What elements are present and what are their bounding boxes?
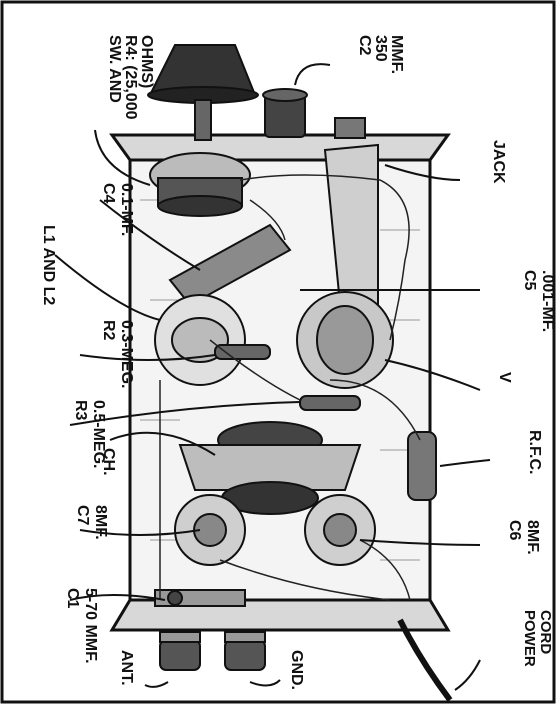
leader-r2 bbox=[79, 354, 216, 361]
label-c1-line1: C1 bbox=[64, 588, 81, 609]
coil-l1-l2 bbox=[154, 294, 246, 386]
svg-text:CH.: CH. bbox=[100, 448, 117, 476]
leader-jack bbox=[384, 164, 461, 181]
label-r3: R3 0.5-MEG. bbox=[72, 400, 107, 468]
leader-rfc bbox=[439, 459, 491, 467]
leader-c7 bbox=[79, 529, 201, 536]
svg-text:R.F.C.: R.F.C. bbox=[526, 430, 543, 474]
label-jack: JACK bbox=[490, 140, 507, 184]
label-ant: ANT. bbox=[118, 650, 135, 686]
resistor-r3 bbox=[299, 395, 361, 411]
label-sw-r4-line2: R4: (25,000 bbox=[122, 35, 139, 120]
c2-capacitor bbox=[262, 88, 366, 139]
leader-gnd bbox=[249, 679, 281, 687]
label-c6: C6 8MF. bbox=[506, 520, 541, 555]
label-c5: C5 .001-MF. bbox=[521, 270, 556, 332]
ant-terminal bbox=[159, 631, 201, 671]
leader-ch bbox=[109, 431, 216, 456]
power-cord bbox=[397, 618, 453, 702]
label-c7-line1: C7 bbox=[74, 505, 91, 526]
label-power-line1: POWER bbox=[521, 610, 538, 667]
leader-sw-r4 bbox=[94, 129, 151, 186]
switch-pot bbox=[149, 152, 251, 217]
label-l1-l2: L1 AND L2 bbox=[40, 225, 57, 305]
label-sw-r4: SW. AND R4: (25,000 OHMS) bbox=[106, 35, 155, 120]
choke-ch bbox=[178, 421, 362, 515]
label-c2-line2: 350 bbox=[372, 35, 389, 62]
c4-capacitor bbox=[168, 223, 292, 307]
tube-v bbox=[296, 291, 394, 389]
c6-capacitor bbox=[304, 494, 376, 566]
resistor-r2 bbox=[214, 344, 271, 360]
label-c5-line2: .001-MF. bbox=[539, 270, 556, 332]
leader-l1-l2 bbox=[54, 254, 161, 321]
gnd-terminal bbox=[224, 631, 266, 671]
chassis-top-flange bbox=[109, 133, 451, 162]
label-c6-line2: 8MF. bbox=[524, 520, 541, 555]
label-r2-line1: R2 bbox=[100, 320, 117, 341]
label-r3-line2: 0.5-MEG. bbox=[90, 400, 107, 468]
leader-power bbox=[454, 659, 481, 691]
label-c5-line1: C5 bbox=[521, 270, 538, 291]
label-sw-r4-line3: OHMS) bbox=[138, 35, 155, 88]
leader-v bbox=[384, 359, 481, 391]
c7-capacitor bbox=[174, 494, 246, 566]
leader-c6 bbox=[359, 539, 481, 546]
label-c4: C4 0.1-MF. bbox=[100, 183, 135, 236]
svg-text:GND.: GND. bbox=[288, 650, 305, 690]
label-c7-line2: 8MF. bbox=[92, 505, 109, 540]
label-c2-line3: MMF. bbox=[388, 35, 405, 74]
rfc-choke bbox=[407, 431, 437, 501]
label-c6-line1: C6 bbox=[506, 520, 523, 541]
label-c2-line1: C2 bbox=[356, 35, 373, 56]
leader-c4 bbox=[99, 199, 201, 271]
label-c7: C7 8MF. bbox=[74, 505, 109, 540]
svg-text:ANT.: ANT. bbox=[118, 650, 135, 686]
label-power-line2: CORD bbox=[537, 610, 554, 654]
label-v: V bbox=[496, 372, 513, 383]
label-power-cord: POWER CORD bbox=[521, 610, 554, 667]
leader-c1 bbox=[69, 594, 166, 601]
c1-capacitor bbox=[154, 589, 246, 607]
svg-text:JACK: JACK bbox=[490, 140, 507, 184]
leader-ant bbox=[144, 681, 169, 688]
label-c2: C2 350 MMF. bbox=[356, 35, 405, 74]
label-sw-r4-line1: SW. AND bbox=[106, 35, 123, 103]
wiring bbox=[159, 174, 421, 601]
svg-text:V: V bbox=[496, 372, 513, 383]
label-rfc: R.F.C. bbox=[526, 430, 543, 474]
label-gnd: GND. bbox=[288, 650, 305, 690]
label-c4-line2: 0.1-MF. bbox=[118, 183, 135, 236]
label-r2-line2: 0.3-MEG. bbox=[118, 320, 135, 388]
chassis-bottom-flange bbox=[109, 598, 451, 632]
label-c4-line1: C4 bbox=[100, 183, 117, 204]
label-c1-line2: 5-70 MMF. bbox=[82, 588, 99, 664]
label-r2: R2 0.3-MEG. bbox=[100, 320, 135, 388]
leader-r3 bbox=[69, 401, 301, 426]
knob bbox=[147, 44, 259, 141]
label-ch: CH. bbox=[100, 448, 117, 476]
label-r3-line1: R3 bbox=[72, 400, 89, 421]
label-c1: C1 5-70 MMF. bbox=[64, 588, 99, 664]
leader-lines bbox=[54, 63, 491, 691]
leader-c2 bbox=[294, 63, 331, 86]
svg-text:L1 AND L2: L1 AND L2 bbox=[40, 225, 57, 305]
